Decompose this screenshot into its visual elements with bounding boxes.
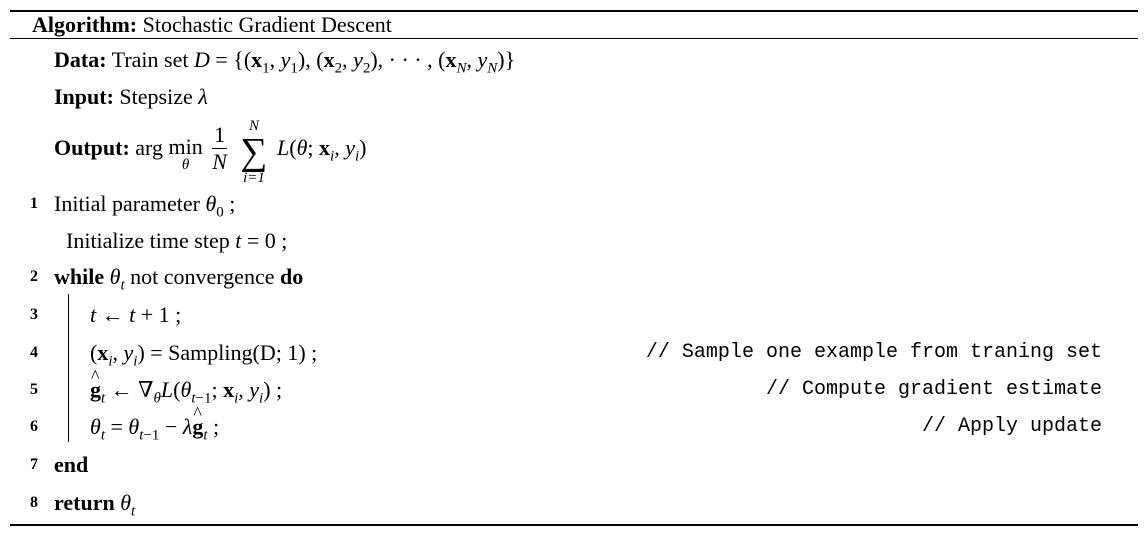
algorithm-title: Algorithm: Stochastic Gradient Descent [0,10,1144,40]
line-number: 8 [30,494,38,511]
input-line: Input: Stepsize λ [0,82,1144,112]
line-text: Initialize time step t = 0 ; [66,228,288,253]
algorithm-line-4: 4 (xi, yi) = Sampling(D; 1) ; // Sample … [0,338,1144,370]
input-label: Input: [54,84,114,109]
algorithm-line-7: 7 end [0,450,1144,480]
top-rule [10,10,1138,12]
line-text: end [54,452,89,477]
line-text: g^t ← ∇θL(θt−1; xi, yi) ; [90,366,283,407]
line-text: t ← t + 1 ; [90,302,182,327]
line-text: Initial parameter θ0 ; [54,191,236,221]
loop-body-bar [68,294,69,442]
algorithm-line-1b: Initialize time step t = 0 ; [0,226,1144,256]
algorithm-line-3: 3 t ← t + 1 ; [0,300,1144,330]
line-number: 3 [30,306,38,323]
line-text: while θt not convergence do [54,264,304,294]
bottom-rule [10,524,1138,526]
algorithm-line-6: 6 θt = θt−1 − λg^t ; // Apply update [0,403,1144,444]
line-text: (xi, yi) = Sampling(D; 1) ; [90,340,318,370]
line-number: 4 [30,344,38,361]
line-number: 2 [30,268,38,285]
line-comment: // Compute gradient estimate [765,378,1102,401]
output-label: Output: [54,135,130,161]
line-text: θt = θt−1 − λg^t ; [90,403,220,444]
algorithm-title-text: Stochastic Gradient Descent [142,12,392,37]
line-comment: // Apply update [921,415,1102,438]
line-number: 1 [30,195,38,212]
data-text: Train set D = {(x1, y1), (x2, y2), · · ·… [111,47,516,77]
data-line: Data: Train set D = {(x1, y1), (x2, y2),… [0,45,1144,77]
line-number: 7 [30,456,38,473]
line-number: 6 [30,418,38,435]
line-text: return θt [54,490,136,520]
title-rule [10,38,1138,39]
line-comment: // Sample one example from traning set [645,341,1102,364]
data-label: Data: [54,47,107,72]
algorithm-title-label: Algorithm: [32,12,138,37]
input-text: Stepsize λ [119,84,208,109]
algorithm-line-2: 2 while θt not convergence do [0,262,1144,294]
algorithm-line-1: 1 Initial parameter θ0 ; [0,189,1144,221]
algorithm-line-5: 5 g^t ← ∇θL(θt−1; xi, yi) ; // Compute g… [0,366,1144,407]
line-number: 5 [30,381,38,398]
algorithm-line-8: 8 return θt [0,488,1144,520]
